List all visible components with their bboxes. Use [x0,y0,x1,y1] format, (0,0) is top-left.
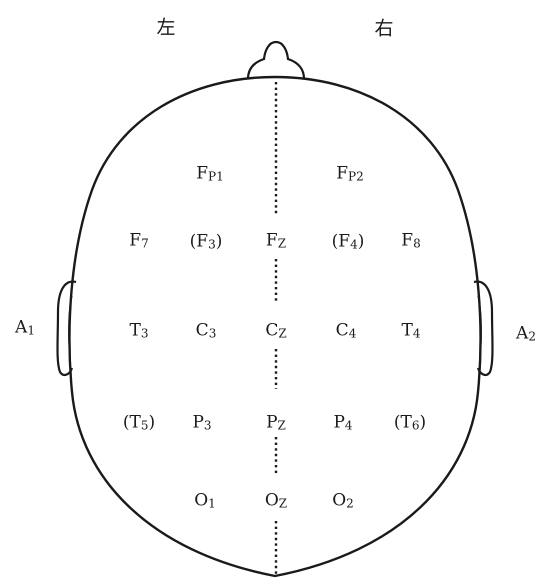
electrode-subscript: 4 [344,418,353,433]
electrode-letter: F [338,231,351,252]
electrode-subscript: 7 [141,236,149,251]
paren-open: ( [331,231,339,252]
left-ear-inner [68,295,73,357]
electrode-subscript: Z [277,418,286,433]
electrode-o1: O1 [194,490,216,511]
paren-close: ) [215,231,223,252]
electrode-subscript: 1 [27,323,35,338]
electrode-fp2: FP2 [336,163,364,184]
electrode-letter: T [400,412,412,433]
electrode-o2: O2 [332,490,354,511]
electrode-letter: C [265,320,279,341]
electrode-pz: PZ [266,412,286,433]
electrode-f3: (F3) [189,231,223,252]
paren-close: ) [419,412,427,433]
electrode-letter: T [129,412,141,433]
electrode-p4: P4 [333,412,353,433]
electrode-subscript: Z [277,236,287,251]
electrode-p3: P3 [192,412,212,433]
electrode-subscript: 3 [140,326,149,341]
electrode-subscript: 8 [413,236,421,251]
electrode-letter: A [15,317,28,338]
nose [246,40,306,80]
electrode-letter: T [129,320,141,341]
electrode-oz: OZ [264,490,288,511]
electrode-subscript: 3 [208,326,217,341]
electrode-t5: (T5) [122,412,156,433]
electrode-subscript: 1 [208,496,216,511]
electrode-subscript: P1 [208,169,224,184]
electrode-fp1: FP1 [196,163,224,184]
electrode-subscript: 5 [140,418,149,433]
right-ear-inner [477,295,482,357]
electrode-c3: C3 [195,320,217,341]
electrode-a2: A2 [516,323,536,344]
electrode-cz: CZ [265,320,287,341]
electrode-subscript: P2 [348,169,364,184]
electrode-subscript: Z [278,326,287,341]
electrode-letter: A [516,323,529,344]
electrode-letter: F [265,230,278,251]
electrode-subscript: 6 [411,418,420,433]
electrode-t3: T3 [129,320,149,341]
electrode-letter: C [335,320,349,341]
electrode-letter: F [196,231,209,252]
electrode-subscript: 4 [412,326,421,341]
electrode-letter: F [401,230,414,251]
paren-open: ( [122,412,130,433]
electrode-subscript: 3 [208,237,216,252]
electrode-subscript: 2 [346,496,354,511]
electrode-t6: (T6) [393,412,427,433]
electrode-letter: F [129,230,142,251]
electrode-letter: T [401,320,413,341]
electrode-subscript: 3 [203,418,212,433]
right-side-label: 右 [374,17,394,40]
electrode-t4: T4 [401,320,421,341]
paren-close: ) [357,231,365,252]
electrode-letter: F [196,163,209,184]
electrode-letter: O [264,490,279,511]
electrode-f8: F8 [401,230,421,251]
electrode-letter: C [195,320,209,341]
head-outline [68,75,482,578]
electrode-letter: F [336,163,349,184]
electrode-a1: A1 [15,317,35,338]
electrode-letter: P [266,412,278,433]
electrode-letter: P [333,412,345,433]
right-ear [473,280,494,377]
electrode-fz: FZ [265,230,287,251]
paren-open: ( [393,412,401,433]
electrode-letter: O [194,490,209,511]
electrode-subscript: 2 [528,329,536,344]
electrode-f4: (F4) [331,231,365,252]
electrode-f7: F7 [129,230,149,251]
electrode-subscript: 4 [350,237,358,252]
electrode-subscript: Z [278,496,288,511]
paren-open: ( [189,231,197,252]
paren-close: ) [148,412,156,433]
left-side-label: 左 [156,16,176,39]
electrode-letter: O [332,490,347,511]
electrode-subscript: 4 [348,326,357,341]
left-ear [56,280,77,377]
electrode-letter: P [192,412,204,433]
electrode-c4: C4 [335,320,357,341]
